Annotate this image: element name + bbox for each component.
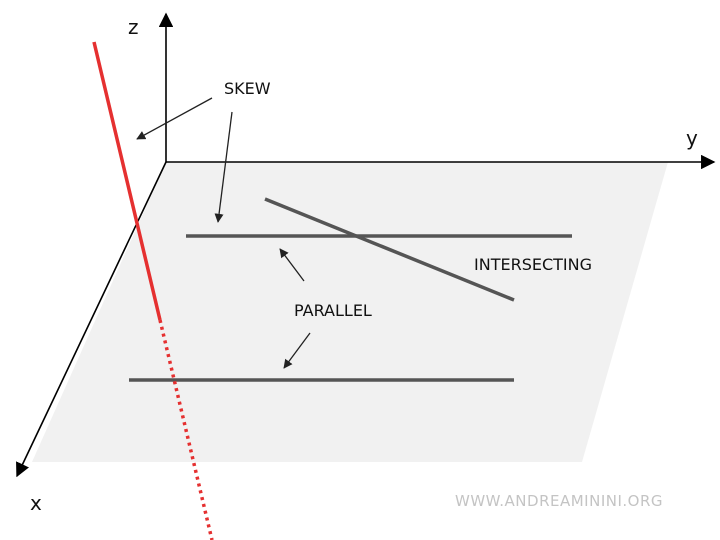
parallel-arrow-down xyxy=(283,332,311,369)
skew-arrow-down xyxy=(214,111,233,223)
y-axis-label: y xyxy=(686,126,698,150)
x-axis xyxy=(16,161,167,478)
intersecting-label: INTERSECTING xyxy=(474,255,592,274)
intersecting-line xyxy=(264,197,515,302)
parallel-arrow-up xyxy=(279,248,305,282)
x-axis-label: x xyxy=(30,491,42,515)
watermark-text: WWW.ANDREAMININI.ORG xyxy=(455,492,663,510)
skew-line-solid xyxy=(92,41,162,321)
z-axis-label: z xyxy=(128,15,139,39)
skew-line-dotted xyxy=(158,319,214,540)
parallel-label: PARALLEL xyxy=(294,301,372,320)
skew-label: SKEW xyxy=(224,79,271,98)
skew-arrow-left xyxy=(136,97,213,140)
